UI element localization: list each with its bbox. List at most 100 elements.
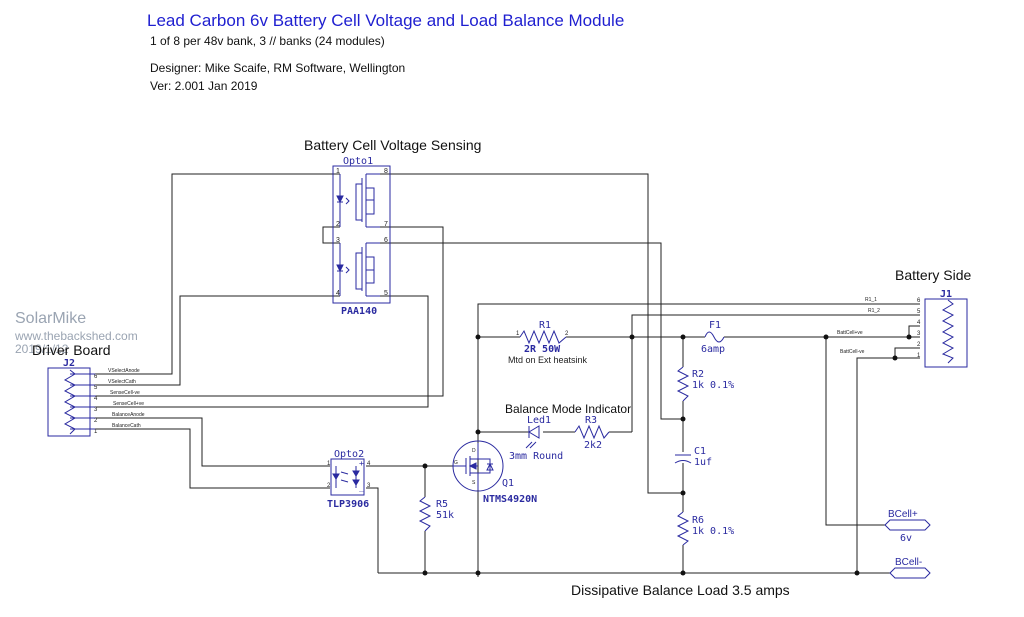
opto1-pin-6: 6 (384, 237, 388, 244)
net-label-sensecell-neg: SenseCell-ve (110, 390, 140, 396)
q1-part: NTMS4920N (483, 494, 537, 505)
r3-ref: R3 (585, 415, 597, 426)
r6-value: 1k 0.1% (692, 526, 734, 537)
driver-board-label: Driver Board (32, 342, 111, 358)
q1-gate-pin: G (454, 460, 458, 466)
r1-pin1: 1 (516, 331, 520, 337)
designer-text: Designer: Mike Scaife, RM Software, Well… (150, 61, 406, 75)
opto2-ref: Opto2 (334, 449, 364, 460)
r3-resistor-symbol (574, 424, 610, 440)
junction-dot (823, 334, 829, 340)
led1-value: 3mm Round (509, 451, 563, 462)
net-label-battcell-neg: BattCell-ve (840, 349, 865, 355)
r5-value: 51k (436, 510, 454, 521)
r2-value: 1k 0.1% (692, 380, 734, 391)
net-label-battcell-pos: BattCell+ve (837, 330, 863, 336)
wire-r1-2 (631, 314, 920, 432)
opto2-pin-3: 3 (367, 483, 371, 489)
q1-ref: Q1 (502, 478, 514, 489)
j1-pin-5: 5 (917, 309, 921, 315)
schematic-subtitle: 1 of 8 per 48v bank, 3 // banks (24 modu… (150, 34, 385, 48)
led1-symbol (525, 425, 540, 449)
j1-ref: J1 (940, 289, 952, 300)
junction-dot (475, 334, 481, 340)
wire-opto1-pin8 (380, 173, 683, 494)
junction-dot (422, 570, 428, 576)
bcell-pos-label: BCell+ (888, 509, 918, 520)
bcell-pos-port (884, 519, 931, 531)
wire-opto2-pin3 (366, 487, 379, 573)
r6-resistor-symbol (676, 511, 690, 546)
r1-ref: R1 (539, 320, 551, 331)
j2-pin-5: 5 (94, 385, 98, 391)
junction-dot (854, 570, 860, 576)
f1-fuse-symbol (704, 331, 725, 343)
c1-ref: C1 (694, 446, 706, 457)
c1-value: 1uf (694, 457, 712, 468)
wire-sensecell-neg (96, 226, 444, 397)
opto2-minus: _ (359, 483, 364, 492)
net-label-sensecell-pos: SenseCell+ve (113, 401, 144, 407)
j2-pin-2: 2 (94, 418, 98, 424)
j1-pin-1: 1 (917, 353, 921, 359)
wire-vselect-anode (96, 173, 340, 375)
schematic-title: Lead Carbon 6v Battery Cell Voltage and … (147, 11, 625, 30)
opto1-pin-5: 5 (384, 290, 388, 297)
junction-dot (422, 463, 428, 469)
wire-j1-link-34 (908, 325, 920, 337)
j2-pin-6: 6 (94, 374, 98, 380)
opto2-pin-1: 1 (327, 461, 331, 467)
net-label-r1-1: R1_1 (865, 297, 877, 303)
wire-vselect-cath (96, 295, 340, 386)
opto1-part: PAA140 (341, 306, 377, 317)
q1-mosfet-symbol (452, 440, 504, 492)
wire-battcell-neg (856, 357, 920, 573)
r1-note: Mtd on Ext heatsink (508, 355, 588, 365)
opto1 (332, 165, 391, 304)
q1-source-pin: S (472, 480, 476, 486)
opto2-pin-2: 2 (327, 483, 331, 489)
junction-dot (680, 416, 686, 422)
load-label: Dissipative Balance Load 3.5 amps (571, 582, 790, 598)
opto2-plus: + (359, 459, 364, 468)
junction-dot (680, 570, 686, 576)
j1-pin-2: 2 (917, 342, 921, 348)
opto1-pin-3: 3 (336, 237, 340, 244)
junction-dot (475, 570, 481, 576)
junctions (422, 334, 912, 576)
junction-dot (892, 355, 898, 361)
watermark-date: 2019/1/12 (15, 342, 69, 356)
net-label-r1-2: R1_2 (868, 308, 880, 314)
j1-pin-3: 3 (917, 331, 921, 337)
bcell-neg-port (889, 567, 931, 579)
bcell-pos-value: 6v (900, 533, 912, 544)
r5-resistor-symbol (418, 496, 432, 532)
r2-resistor-symbol (676, 366, 690, 402)
opto1-pin-numbers: 1 2 3 4 5 6 7 8 (336, 168, 388, 297)
balance-indicator-label: Balance Mode Indicator (505, 402, 632, 416)
net-label-vselect-anode: VSelectAnode (108, 368, 140, 374)
opto1-pin-2: 2 (336, 221, 340, 228)
wire-sensecell-pos (96, 295, 429, 408)
opto2-part: TLP3906 (327, 499, 369, 510)
junction-dot (906, 334, 912, 340)
led1-ref: Led1 (527, 415, 551, 426)
opto1-pin-4: 4 (336, 290, 340, 297)
sensing-section-label: Battery Cell Voltage Sensing (304, 137, 482, 153)
j2-pin-4: 4 (94, 396, 98, 402)
watermark-name: SolarMike (15, 310, 87, 327)
opto1-pin-1: 1 (336, 168, 340, 175)
j2-pin-1: 1 (94, 429, 98, 435)
j1-connector (924, 298, 968, 368)
junction-dot (475, 429, 481, 435)
r2-ref: R2 (692, 369, 704, 380)
j2-pin-3: 3 (94, 407, 98, 413)
r3-value: 2k2 (584, 440, 602, 451)
net-label-balance-anode: BalanceAnode (112, 412, 145, 418)
j2-ref: J2 (63, 358, 75, 369)
wire-opto1-link (322, 226, 340, 244)
wire-j1-link-12 (894, 347, 920, 358)
version-text: Ver: 2.001 Jan 2019 (150, 79, 258, 93)
r5-ref: R5 (436, 499, 448, 510)
